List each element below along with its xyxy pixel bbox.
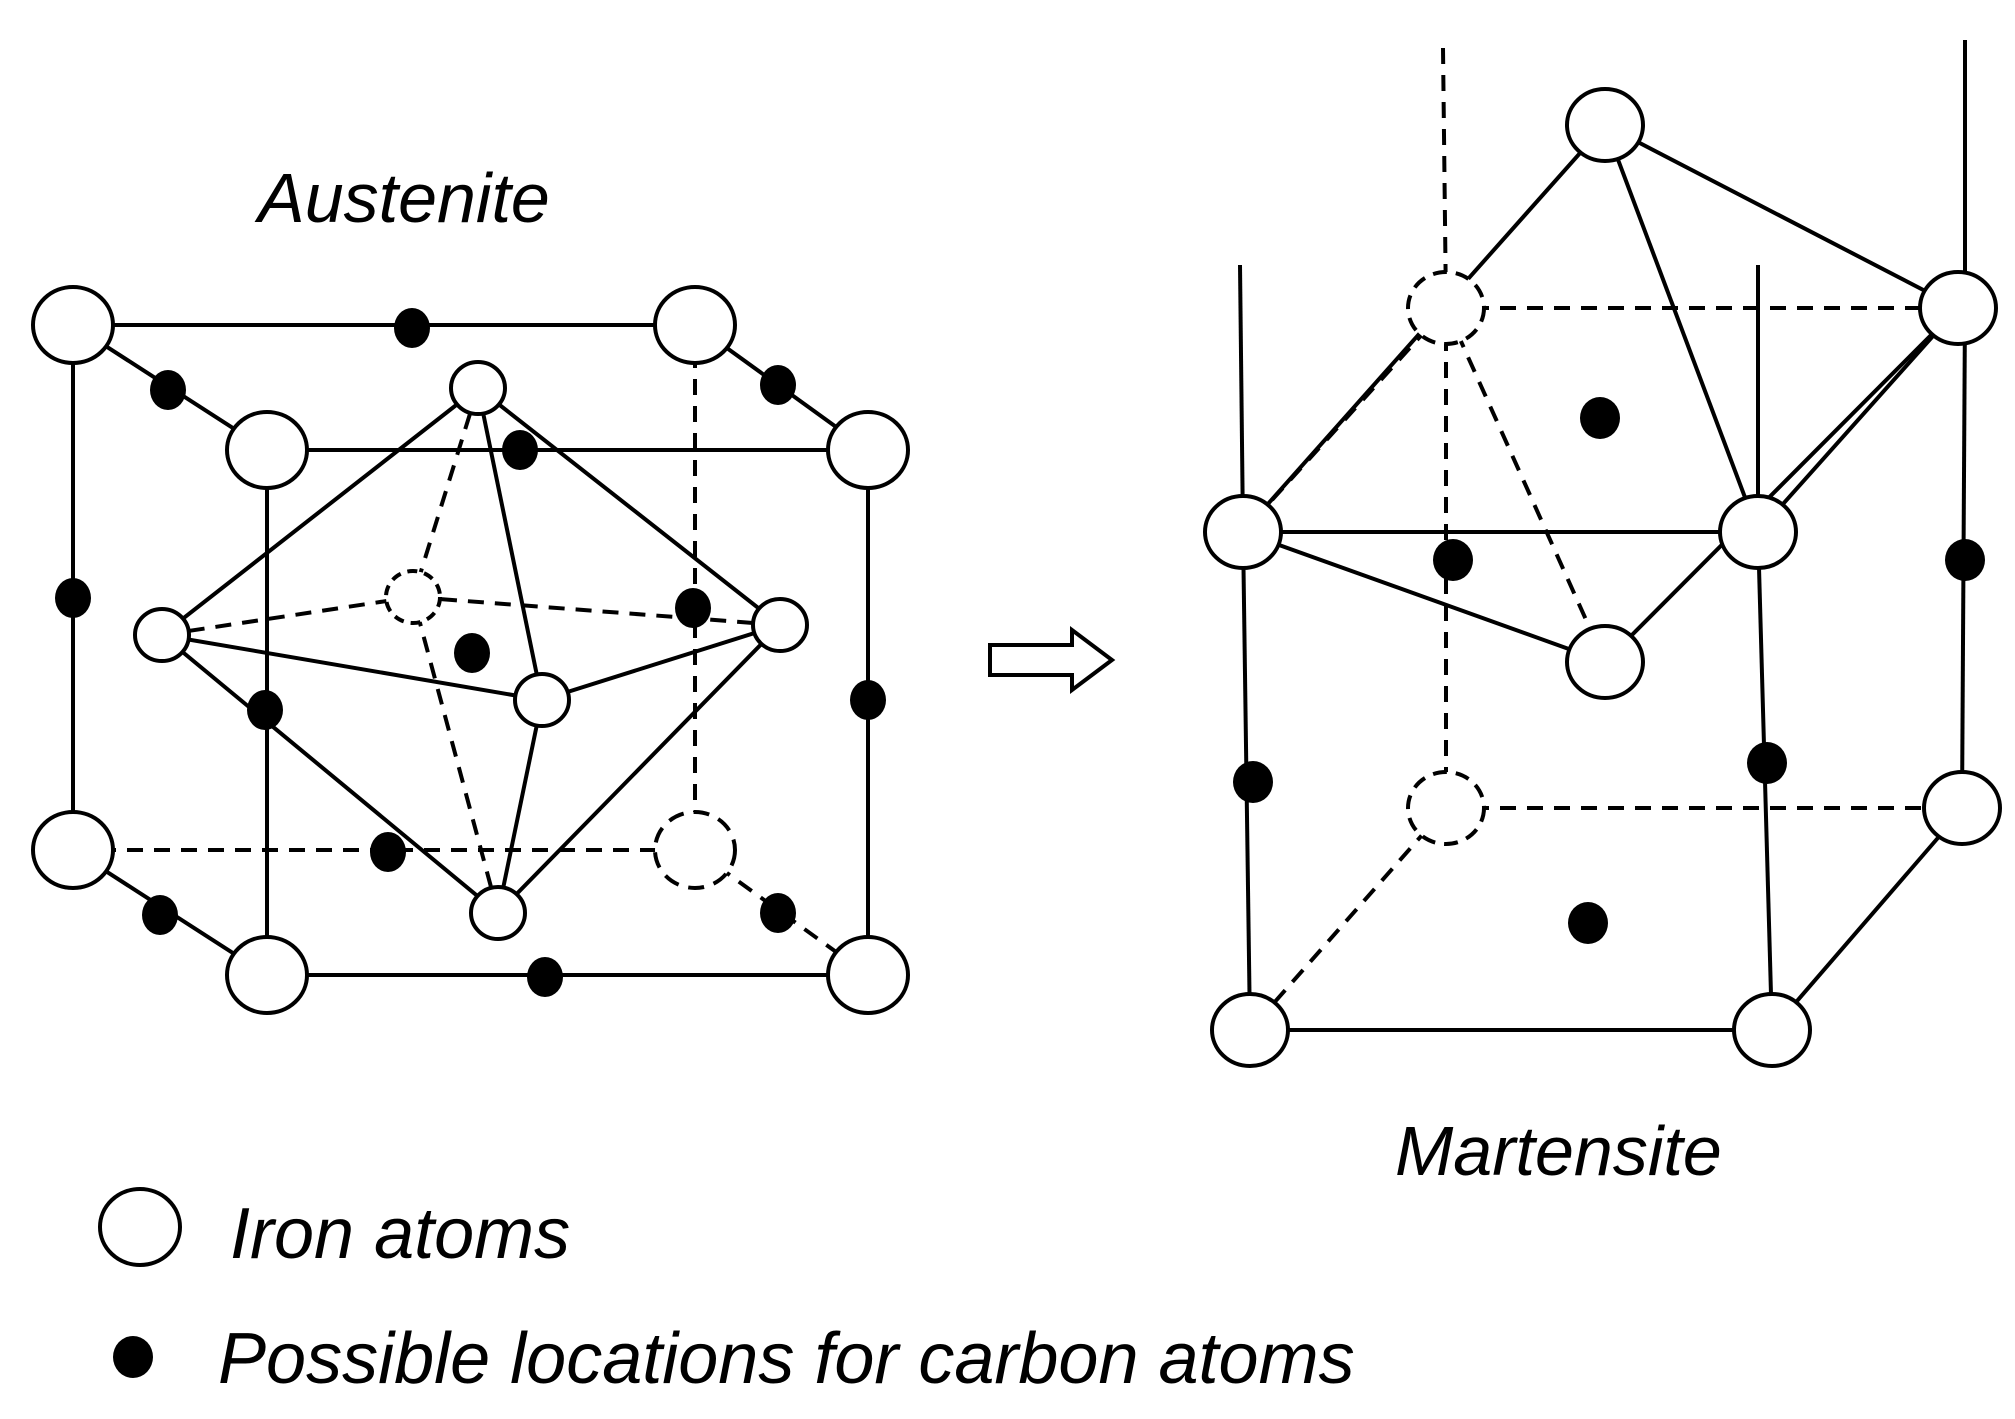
iron-atom xyxy=(826,935,910,1015)
carbon-atom xyxy=(454,633,490,673)
carbon-atom xyxy=(394,308,430,348)
iron-atom xyxy=(826,410,910,490)
carbon-atom xyxy=(150,370,186,410)
iron-atom xyxy=(653,810,737,890)
iron-atom xyxy=(1210,992,1290,1068)
iron-atom xyxy=(449,360,507,416)
carbon-atom xyxy=(850,680,886,720)
iron-atom xyxy=(1406,270,1486,346)
martensite-structure xyxy=(1238,40,1967,1032)
iron-atom xyxy=(1565,624,1645,700)
iron-atom xyxy=(1718,494,1798,570)
carbon-atom xyxy=(1747,742,1787,784)
carbon-atom xyxy=(55,578,91,618)
carbon-atom xyxy=(502,430,538,470)
carbon-atom xyxy=(370,832,406,872)
austenite-octahedron-hidden xyxy=(161,387,781,914)
martensite-hidden-edges xyxy=(1241,47,1962,1032)
iron-atom xyxy=(1918,270,1998,346)
iron-atom xyxy=(513,672,571,728)
carbon-atom xyxy=(675,588,711,628)
iron-atom xyxy=(1732,992,1812,1068)
austenite-carbon-atoms xyxy=(55,308,886,997)
austenite-label: Austenite xyxy=(254,159,550,237)
legend-iron-label: Iron atoms xyxy=(230,1194,570,1274)
iron-atom xyxy=(1203,494,1283,570)
iron-atom xyxy=(225,410,309,490)
right-arrow-icon xyxy=(988,626,1116,694)
carbon-atom xyxy=(142,895,178,935)
martensite-iron-atoms xyxy=(1203,87,2002,1068)
iron-atom xyxy=(31,810,115,890)
iron-atom xyxy=(1922,770,2002,846)
legend: Iron atoms Possible locations for carbon… xyxy=(98,1187,1355,1399)
iron-atom xyxy=(133,607,191,663)
carbon-atom xyxy=(1233,761,1273,803)
iron-atom xyxy=(31,285,115,365)
austenite-octahedron-edges xyxy=(160,386,782,915)
carbon-atom xyxy=(1568,902,1608,944)
carbon-atom xyxy=(1945,539,1985,581)
martensite-label: Martensite xyxy=(1395,1112,1722,1190)
carbon-atom xyxy=(247,690,283,730)
carbon-atom xyxy=(1433,539,1473,581)
iron-atom xyxy=(225,935,309,1015)
iron-atom xyxy=(751,597,809,653)
iron-atom-legend-icon xyxy=(98,1187,182,1267)
carbon-atom xyxy=(760,365,796,405)
austenite-iron-atoms xyxy=(31,285,910,1015)
carbon-atom-legend-icon xyxy=(113,1336,153,1378)
iron-atom xyxy=(653,285,737,365)
carbon-atom xyxy=(760,893,796,933)
carbon-atom xyxy=(527,957,563,997)
legend-carbon-label: Possible locations for carbon atoms xyxy=(218,1319,1355,1399)
iron-atom xyxy=(469,885,527,941)
martensite-carbon-atoms xyxy=(1233,397,1985,944)
iron-atom xyxy=(1406,770,1486,846)
iron-atom xyxy=(384,569,442,625)
carbon-atom xyxy=(1580,397,1620,439)
iron-atom xyxy=(1565,87,1645,163)
martensite-solid-edges xyxy=(1238,40,1967,1032)
